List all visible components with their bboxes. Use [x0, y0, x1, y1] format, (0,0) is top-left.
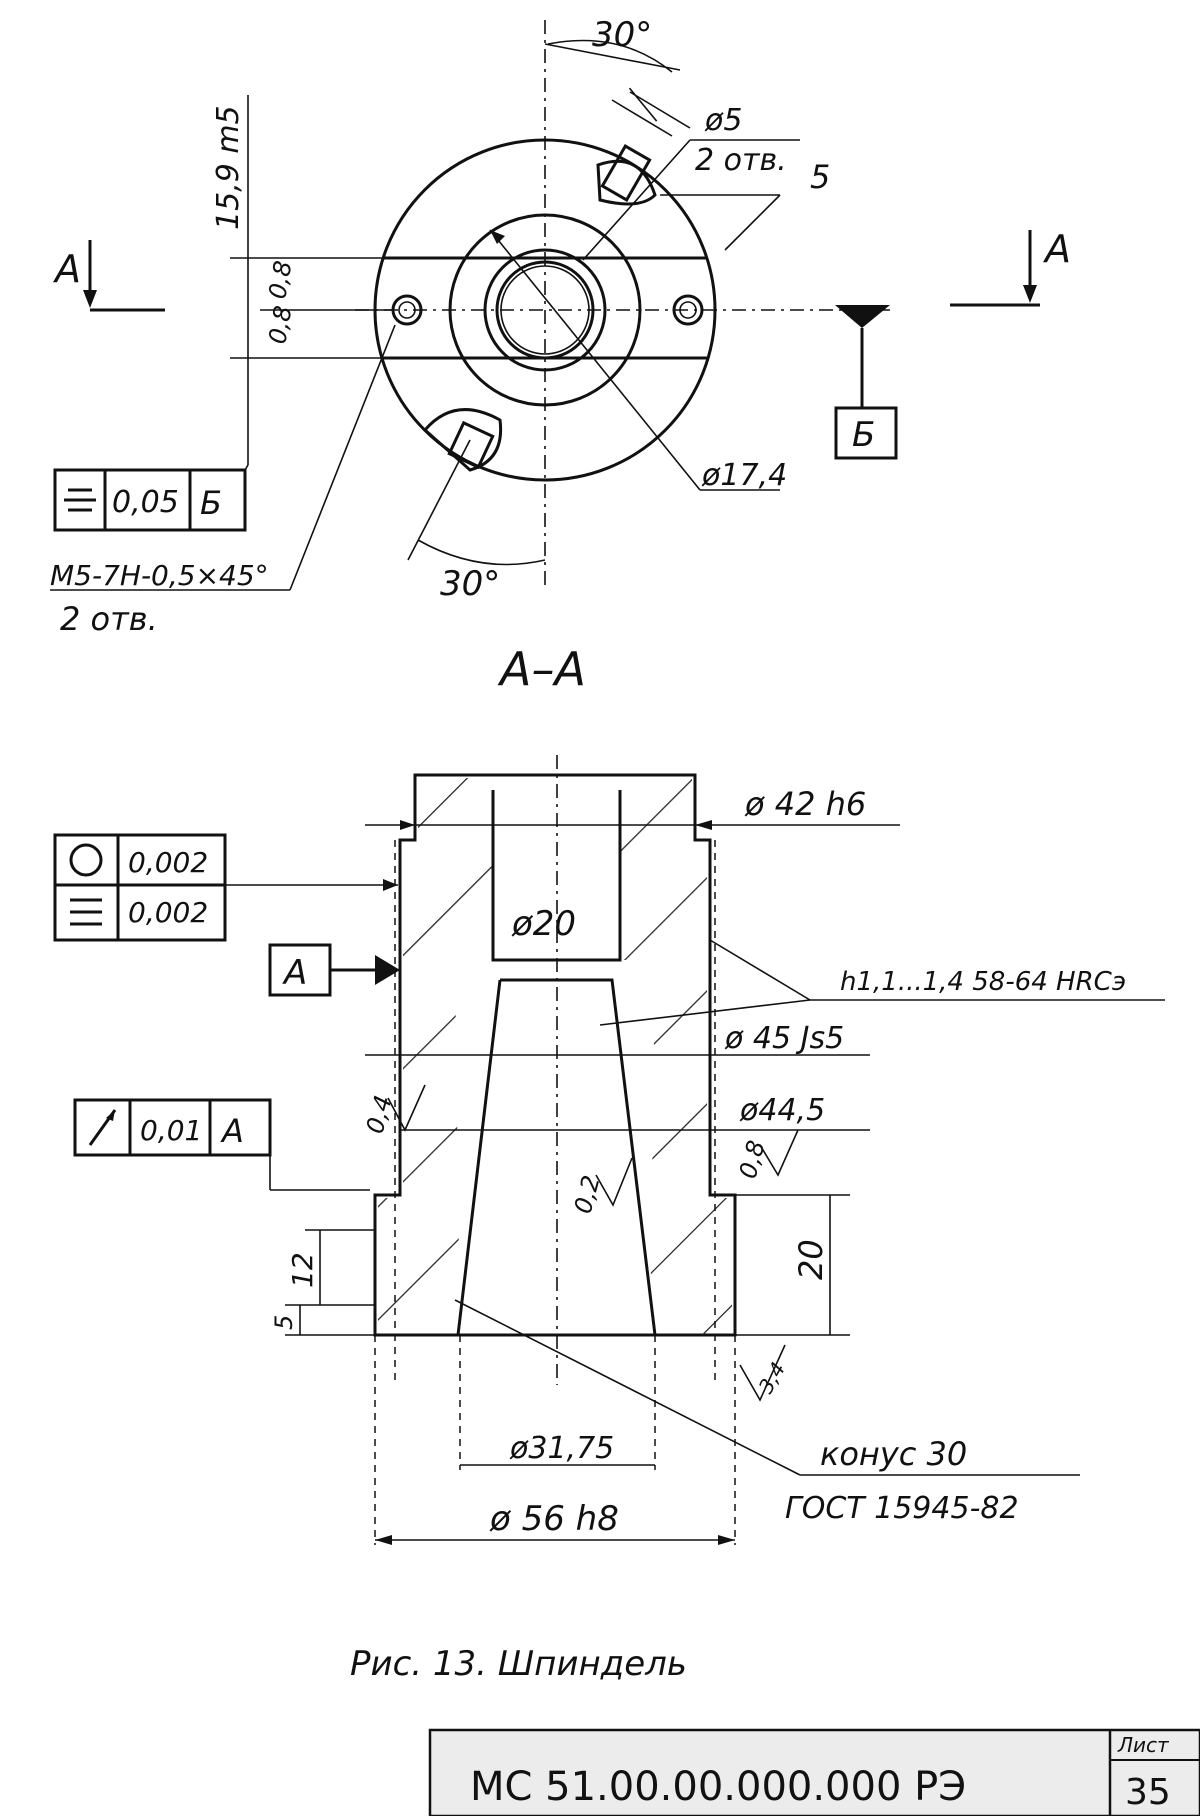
rough-08-mark	[759, 1129, 799, 1177]
threaded-hole-right-inner	[679, 301, 697, 319]
wall-right-hatch	[620, 778, 732, 1335]
section-title: А–А	[497, 642, 586, 696]
dim-45-label: ø 45 Js5	[724, 1021, 844, 1056]
hole-count-label: 2 отв.	[695, 143, 787, 178]
section-mark-right: А	[950, 227, 1071, 307]
threaded-hole-right	[672, 294, 704, 326]
sym-tol-value: 0,05	[112, 485, 179, 520]
rough-08-label: 0,8	[734, 1137, 771, 1181]
datum-a-label: А	[282, 953, 307, 993]
dia-174-leader	[489, 229, 701, 491]
angle-top-label: 30°	[592, 15, 652, 55]
datum-a: А	[268, 943, 400, 997]
sheet-label: Лист	[1117, 1733, 1170, 1757]
circularity-icon	[69, 843, 103, 877]
angle-bottom-arc	[417, 539, 546, 566]
figure-caption: Рис. 13. Шпиндель	[350, 1644, 687, 1684]
cone-leader	[454, 1299, 801, 1476]
angle-bottom-extension	[407, 439, 471, 561]
dim-445-label: ø44,5	[739, 1093, 825, 1128]
thread-count-label: 2 отв.	[60, 600, 158, 638]
angle-top-arc	[547, 39, 673, 73]
hardness-leader	[709, 939, 811, 1001]
symmetry-tolerance-frame: 0,05 Б	[53, 464, 249, 532]
wall-left-hatch	[378, 778, 493, 1335]
dia-174-label: ø17,4	[701, 458, 787, 493]
circ-tol-value: 0,002	[128, 846, 208, 879]
angle-top-extension	[544, 43, 681, 71]
hub-middle-circle	[483, 248, 607, 372]
cone-label: конус 30	[820, 1435, 967, 1473]
section-mark-left: А	[52, 240, 165, 312]
runout-datum: А	[220, 1112, 244, 1150]
cone-std-label: ГОСТ 15945-82	[785, 1491, 1019, 1526]
title-block: МС 51.00.00.000.000 РЭ Лист 35	[428, 1728, 1200, 1816]
hardness-leader-2	[599, 999, 811, 1026]
rough-34-mark	[739, 1344, 786, 1402]
datum-b: Б	[834, 305, 898, 460]
dim-5-label: 5	[810, 158, 830, 196]
rough-04-label: 0,4	[361, 1092, 398, 1136]
dim-3175-label: ø31,75	[509, 1431, 614, 1466]
rough-08a-label: 0,8	[263, 259, 297, 301]
form-tolerance-frame: 0,002 0,002	[53, 833, 398, 942]
thread-leader	[289, 324, 396, 591]
dim-12-label: 12	[286, 1252, 319, 1288]
sheet-number: 35	[1125, 1772, 1171, 1813]
angle-bottom-label: 30°	[440, 564, 500, 604]
section-mark-left-label: А	[52, 247, 81, 291]
prof-tol-value: 0,002	[128, 896, 208, 929]
hardness-label: h1,1...1,4 58-64 HRCэ	[840, 967, 1126, 997]
rough-34-label: 3,4	[754, 1358, 791, 1398]
hub-outer-circle	[448, 213, 642, 407]
dim-5s-label: 5	[270, 1315, 298, 1330]
rough-02-label: 0,2	[569, 1172, 606, 1216]
dim-5-ext	[724, 194, 781, 251]
bore-inner-circle	[500, 265, 590, 355]
plan-view: 30° ø5 2 отв. 5 15,9 m5 0,8 0,8 А А	[50, 15, 1071, 638]
runout-tol-value: 0,01	[140, 1114, 202, 1147]
dim-56-label: ø 56 h8	[489, 1499, 619, 1539]
threaded-hole-left-inner	[398, 301, 416, 319]
dim-159-label: 15,9 m5	[211, 105, 246, 230]
datum-b-label: Б	[852, 415, 875, 455]
sym-tol-datum: Б	[200, 484, 222, 522]
dim-42-label: ø 42 h6	[744, 785, 866, 823]
bore-20-label: ø20	[511, 904, 576, 944]
hole-dia-label: ø5	[704, 103, 742, 138]
section-mark-right-label: А	[1042, 227, 1071, 271]
rough-02-mark	[595, 1157, 633, 1207]
rough-04-mark	[387, 1084, 426, 1132]
runout-tolerance-frame: 0,01 А	[73, 1098, 370, 1191]
doc-code: МС 51.00.00.000.000 РЭ	[470, 1764, 966, 1810]
dim-20-label: 20	[792, 1239, 830, 1280]
section-view: ø 42 h6 0,002 0,002 А ø20 h1,1.	[53, 755, 1165, 1545]
cone-30	[456, 978, 657, 1336]
pin-hole-top-right	[596, 87, 691, 206]
pin-hole-bottom-left	[422, 408, 503, 472]
thread-note-label: М5-7Н-0,5×45°	[50, 559, 269, 592]
bore-circle	[495, 260, 595, 360]
hole-leader	[582, 139, 691, 261]
